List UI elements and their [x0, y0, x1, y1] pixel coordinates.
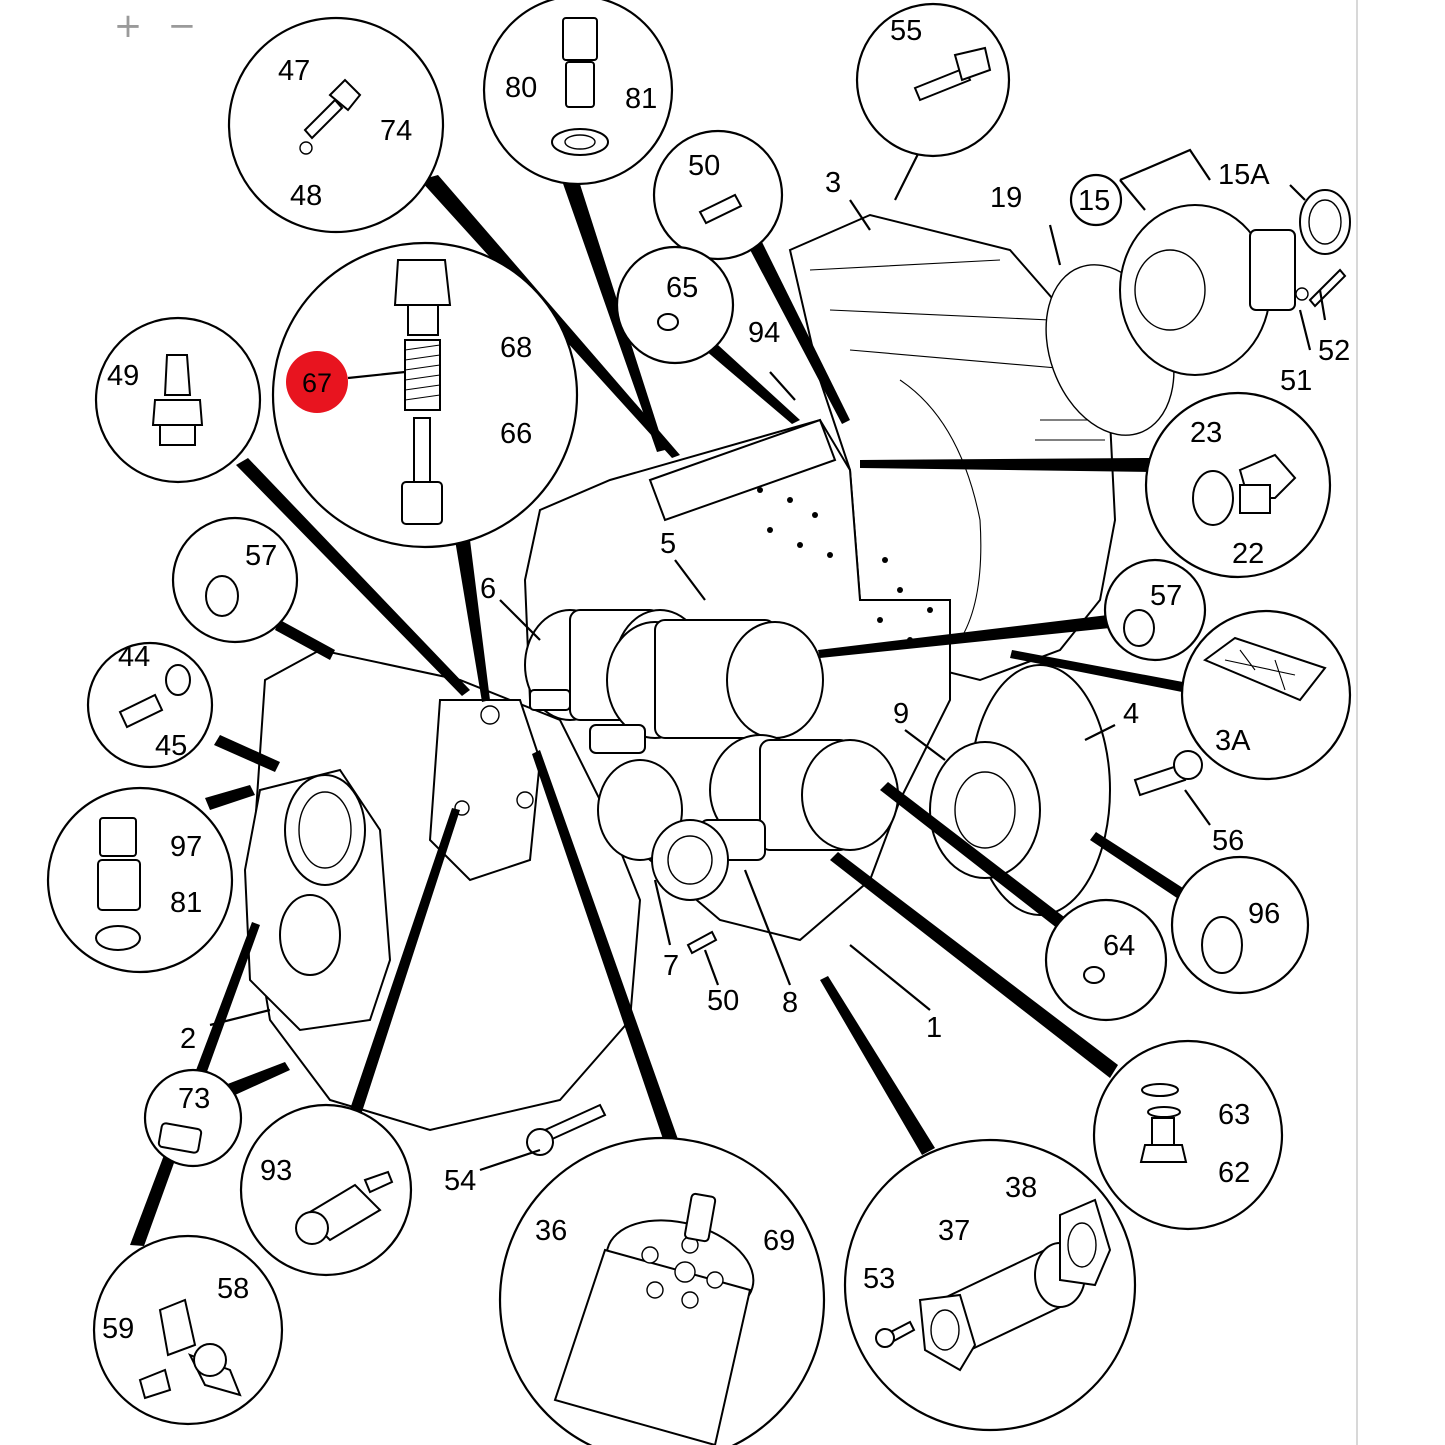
label-9[interactable]: 9 — [893, 698, 909, 730]
callout-55[interactable] — [855, 2, 1011, 158]
label-63[interactable]: 63 — [1218, 1099, 1250, 1131]
callout-80-81[interactable] — [482, 0, 674, 186]
callout-53-37-38[interactable] — [843, 1138, 1137, 1432]
label-23[interactable]: 23 — [1190, 417, 1222, 449]
callout-23-22[interactable] — [1144, 391, 1332, 579]
label-19[interactable]: 19 — [990, 182, 1022, 214]
label-47[interactable]: 47 — [278, 55, 310, 87]
label-51[interactable]: 51 — [1280, 365, 1312, 397]
callout-93[interactable] — [239, 1103, 413, 1277]
callout-15[interactable] — [1069, 173, 1123, 227]
zoom-controls: + − — [110, 6, 200, 46]
label-57-right[interactable]: 57 — [1150, 580, 1182, 612]
label-73[interactable]: 73 — [178, 1083, 210, 1115]
callout-57-right[interactable] — [1103, 558, 1207, 662]
label-52[interactable]: 52 — [1318, 335, 1350, 367]
label-54[interactable]: 54 — [444, 1165, 476, 1197]
label-66[interactable]: 66 — [500, 418, 532, 450]
label-62[interactable]: 62 — [1218, 1157, 1250, 1189]
leader-lines — [130, 148, 1327, 1246]
label-97[interactable]: 97 — [170, 831, 202, 863]
label-15A[interactable]: 15A — [1218, 159, 1270, 191]
label-8[interactable]: 8 — [782, 987, 798, 1019]
label-94[interactable]: 94 — [748, 317, 780, 349]
label-44[interactable]: 44 — [118, 641, 150, 673]
label-81-left[interactable]: 81 — [170, 887, 202, 919]
label-50-bottom[interactable]: 50 — [707, 985, 739, 1017]
part-number-labels: 47 74 48 80 81 55 50 3 19 15 15A 65 94 5… — [102, 15, 1350, 1345]
label-67[interactable]: 67 — [302, 368, 332, 398]
callout-73[interactable] — [143, 1068, 243, 1168]
label-96[interactable]: 96 — [1248, 898, 1280, 930]
label-49[interactable]: 49 — [107, 360, 139, 392]
label-64[interactable]: 64 — [1103, 930, 1135, 962]
callout-47-74-48[interactable] — [227, 16, 445, 234]
label-7[interactable]: 7 — [663, 950, 679, 982]
callout-66-67-68[interactable] — [271, 241, 579, 549]
label-48[interactable]: 48 — [290, 180, 322, 212]
label-80[interactable]: 80 — [505, 72, 537, 104]
label-55[interactable]: 55 — [890, 15, 922, 47]
label-1[interactable]: 1 — [926, 1012, 942, 1044]
label-2[interactable]: 2 — [180, 1023, 196, 1055]
label-38[interactable]: 38 — [1005, 1172, 1037, 1204]
callout-36-69[interactable] — [498, 1136, 826, 1445]
callout-96[interactable] — [1170, 855, 1310, 995]
callout-65[interactable] — [615, 245, 735, 365]
label-58[interactable]: 58 — [217, 1273, 249, 1305]
label-3[interactable]: 3 — [825, 167, 841, 199]
callout-63-62[interactable] — [1092, 1039, 1284, 1231]
callout-50-top[interactable] — [652, 129, 784, 261]
callout-49[interactable] — [94, 316, 262, 484]
callout-57-left[interactable] — [171, 516, 299, 644]
label-56[interactable]: 56 — [1212, 825, 1244, 857]
callout-44-45[interactable] — [86, 641, 214, 769]
label-15[interactable]: 15 — [1078, 185, 1110, 217]
label-5[interactable]: 5 — [660, 528, 676, 560]
transmission-assembly — [243, 189, 1351, 1156]
viewer-edge-scrollbar[interactable] — [1356, 0, 1358, 1445]
label-53[interactable]: 53 — [863, 1263, 895, 1295]
label-69[interactable]: 69 — [763, 1225, 795, 1257]
label-3A[interactable]: 3A — [1215, 725, 1251, 757]
label-81-top[interactable]: 81 — [625, 83, 657, 115]
label-45[interactable]: 45 — [155, 730, 187, 762]
zoom-out-button[interactable]: − — [167, 6, 197, 46]
label-57-left[interactable]: 57 — [245, 540, 277, 572]
label-4[interactable]: 4 — [1123, 698, 1139, 730]
label-93[interactable]: 93 — [260, 1155, 292, 1187]
callout-64[interactable] — [1044, 898, 1168, 1022]
highlight-marker-67[interactable] — [286, 351, 348, 413]
label-68[interactable]: 68 — [500, 332, 532, 364]
label-22[interactable]: 22 — [1232, 538, 1264, 570]
label-74[interactable]: 74 — [380, 115, 412, 147]
label-6[interactable]: 6 — [480, 573, 496, 605]
callout-3A[interactable] — [1180, 609, 1352, 781]
label-59[interactable]: 59 — [102, 1313, 134, 1345]
label-65[interactable]: 65 — [666, 272, 698, 304]
label-37[interactable]: 37 — [938, 1215, 970, 1247]
zoom-in-button[interactable]: + — [113, 6, 143, 46]
callout-97-81[interactable] — [46, 786, 234, 974]
callout-59-58[interactable] — [92, 1234, 284, 1426]
label-36[interactable]: 36 — [535, 1215, 567, 1247]
label-50-top[interactable]: 50 — [688, 150, 720, 182]
